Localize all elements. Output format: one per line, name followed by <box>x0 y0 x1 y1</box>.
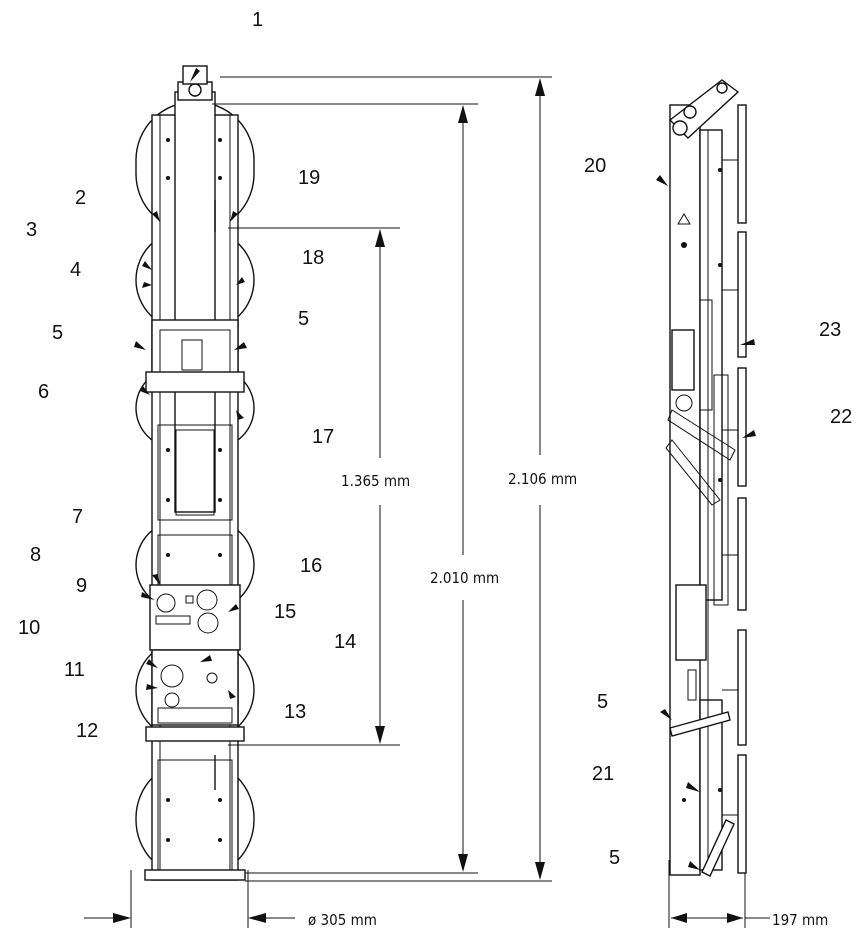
callout-3: 3 <box>26 219 37 241</box>
callout-4: 4 <box>70 259 81 281</box>
callout-17: 17 <box>312 426 334 448</box>
callout-5-side-upper: 5 <box>597 691 608 713</box>
front-view <box>134 65 255 881</box>
dimension-lines <box>84 76 770 928</box>
callout-19: 19 <box>298 167 320 189</box>
callout-6: 6 <box>38 381 49 403</box>
callout-10: 10 <box>18 617 40 639</box>
callout-8: 8 <box>30 544 41 566</box>
callout-12: 12 <box>76 720 98 742</box>
callout-20: 20 <box>584 155 606 177</box>
dimension-labels: 2.106 mm 2.010 mm 1.365 mm ø 305 mm 197 … <box>308 470 828 929</box>
callout-15: 15 <box>274 601 296 623</box>
front-pointers <box>134 68 247 699</box>
callout-5-left: 5 <box>52 322 63 344</box>
dim-pad-diameter: ø 305 mm <box>308 911 377 929</box>
front-frame <box>144 65 246 881</box>
dim-frame-height: 2.010 mm <box>430 569 499 587</box>
callout-1: 1 <box>252 9 263 31</box>
side-view <box>656 79 756 877</box>
dim-pad-span: 1.365 mm <box>341 472 410 490</box>
callout-13: 13 <box>284 701 306 723</box>
callout-9: 9 <box>76 575 87 597</box>
suction-pads-side <box>722 104 747 874</box>
callout-22: 22 <box>830 406 852 428</box>
callout-5-right: 5 <box>298 308 309 330</box>
callout-7: 7 <box>72 506 83 528</box>
callout-16: 16 <box>300 555 322 577</box>
callout-5-side-lower: 5 <box>609 847 620 869</box>
callout-2: 2 <box>75 187 86 209</box>
callout-labels: 1 2 3 4 5 5 6 7 8 9 10 11 12 13 14 15 16… <box>18 9 852 869</box>
callout-11: 11 <box>64 659 85 681</box>
callout-21: 21 <box>592 763 614 785</box>
callout-23: 23 <box>819 319 841 341</box>
callout-14: 14 <box>334 631 356 653</box>
callout-18: 18 <box>302 247 324 269</box>
dim-overall-height: 2.106 mm <box>508 470 577 488</box>
dim-depth: 197 mm <box>772 911 828 929</box>
